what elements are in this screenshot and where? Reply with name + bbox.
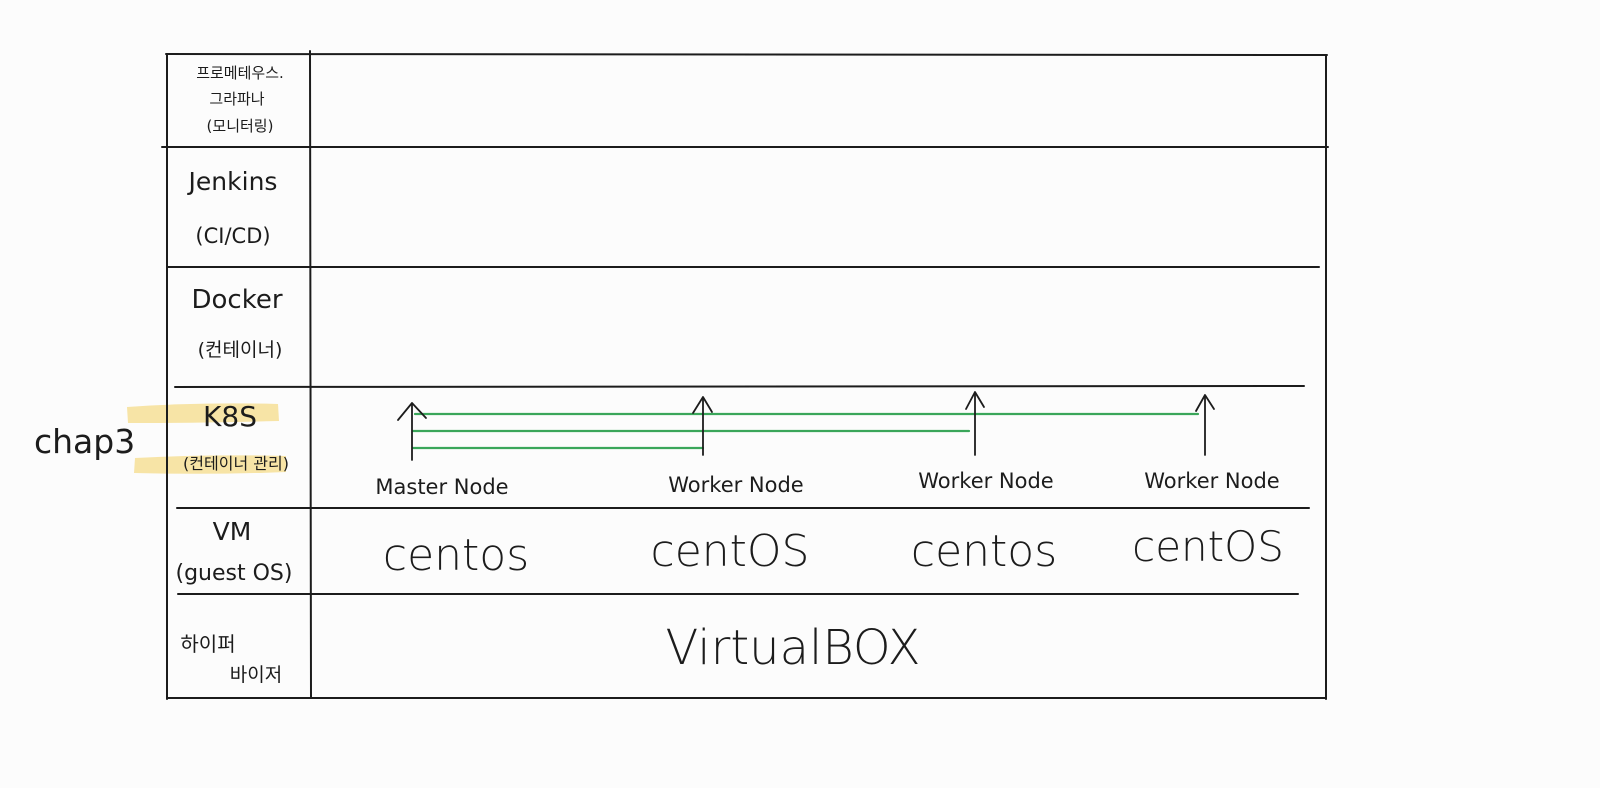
guest-os-labels: centos centOS centos centOS [383, 522, 1284, 581]
node-connections [411, 412, 1200, 450]
layer-label-line: K8S [203, 400, 257, 433]
frame-top [165, 53, 1328, 56]
node-role-label: Master Node [375, 475, 508, 499]
layer-label-line: 그라파나 [209, 90, 264, 108]
highlight-stroke-top [127, 403, 279, 423]
layer-label-monitoring: 프로메테우스. 그라파나 (모니터링) [196, 64, 284, 135]
arrow-up-icon [397, 402, 427, 461]
label-column-divider [309, 50, 312, 699]
row-labels: 프로메테우스. 그라파나 (모니터링) Jenkins (CI/CD) Dock… [176, 64, 293, 686]
layer-label-orchestration: K8S (컨테이너 관리) [183, 400, 289, 473]
layer-grid [161, 50, 1329, 700]
node-role-label: Worker Node [668, 473, 803, 497]
guest-os-label: centOS [1132, 522, 1284, 571]
layer-label-line: Jenkins [187, 167, 278, 196]
layer-label-line: Docker [191, 285, 282, 315]
layer-label-container: Docker (컨테이너) [191, 285, 282, 361]
layer-label-line: (컨테이너) [198, 339, 283, 361]
highlighter-marks [127, 403, 286, 474]
arrow-up-icon [1195, 394, 1215, 456]
node-role-label: Worker Node [918, 469, 1053, 493]
guest-os-label: centos [383, 530, 529, 581]
layer-label-line: (모니터링) [207, 117, 274, 135]
layer-label-cicd: Jenkins (CI/CD) [187, 167, 278, 248]
layer-label-hypervisor: 하이퍼 바이저 [180, 632, 282, 686]
arrow-up-icon [965, 391, 985, 456]
chapter-note: chap3 [34, 422, 135, 461]
highlight-stroke-bottom [134, 455, 286, 474]
layer-label-line: (CI/CD) [195, 224, 270, 248]
node-roles: Master Node Worker Node Worker Node Work… [375, 469, 1279, 499]
layer-label-line: VM [213, 517, 252, 546]
node-role-label: Worker Node [1144, 469, 1279, 493]
layer-label-vm: VM (guest OS) [176, 517, 293, 586]
layer-label-line: 프로메테우스. [196, 64, 284, 82]
hypervisor-product-label: VirtualBOX [665, 620, 920, 676]
layer-label-line: (컨테이너 관리) [183, 454, 289, 473]
layer-label-line: 바이저 [230, 664, 282, 686]
node-arrows [397, 391, 1215, 461]
arrow-up-icon [692, 396, 713, 456]
guest-os-label: centos [911, 526, 1057, 577]
layer-label-line: 하이퍼 [180, 632, 235, 656]
guest-os-label: centOS [651, 526, 810, 577]
row-divider-3 [174, 385, 1305, 388]
layer-label-line: (guest OS) [176, 561, 293, 586]
